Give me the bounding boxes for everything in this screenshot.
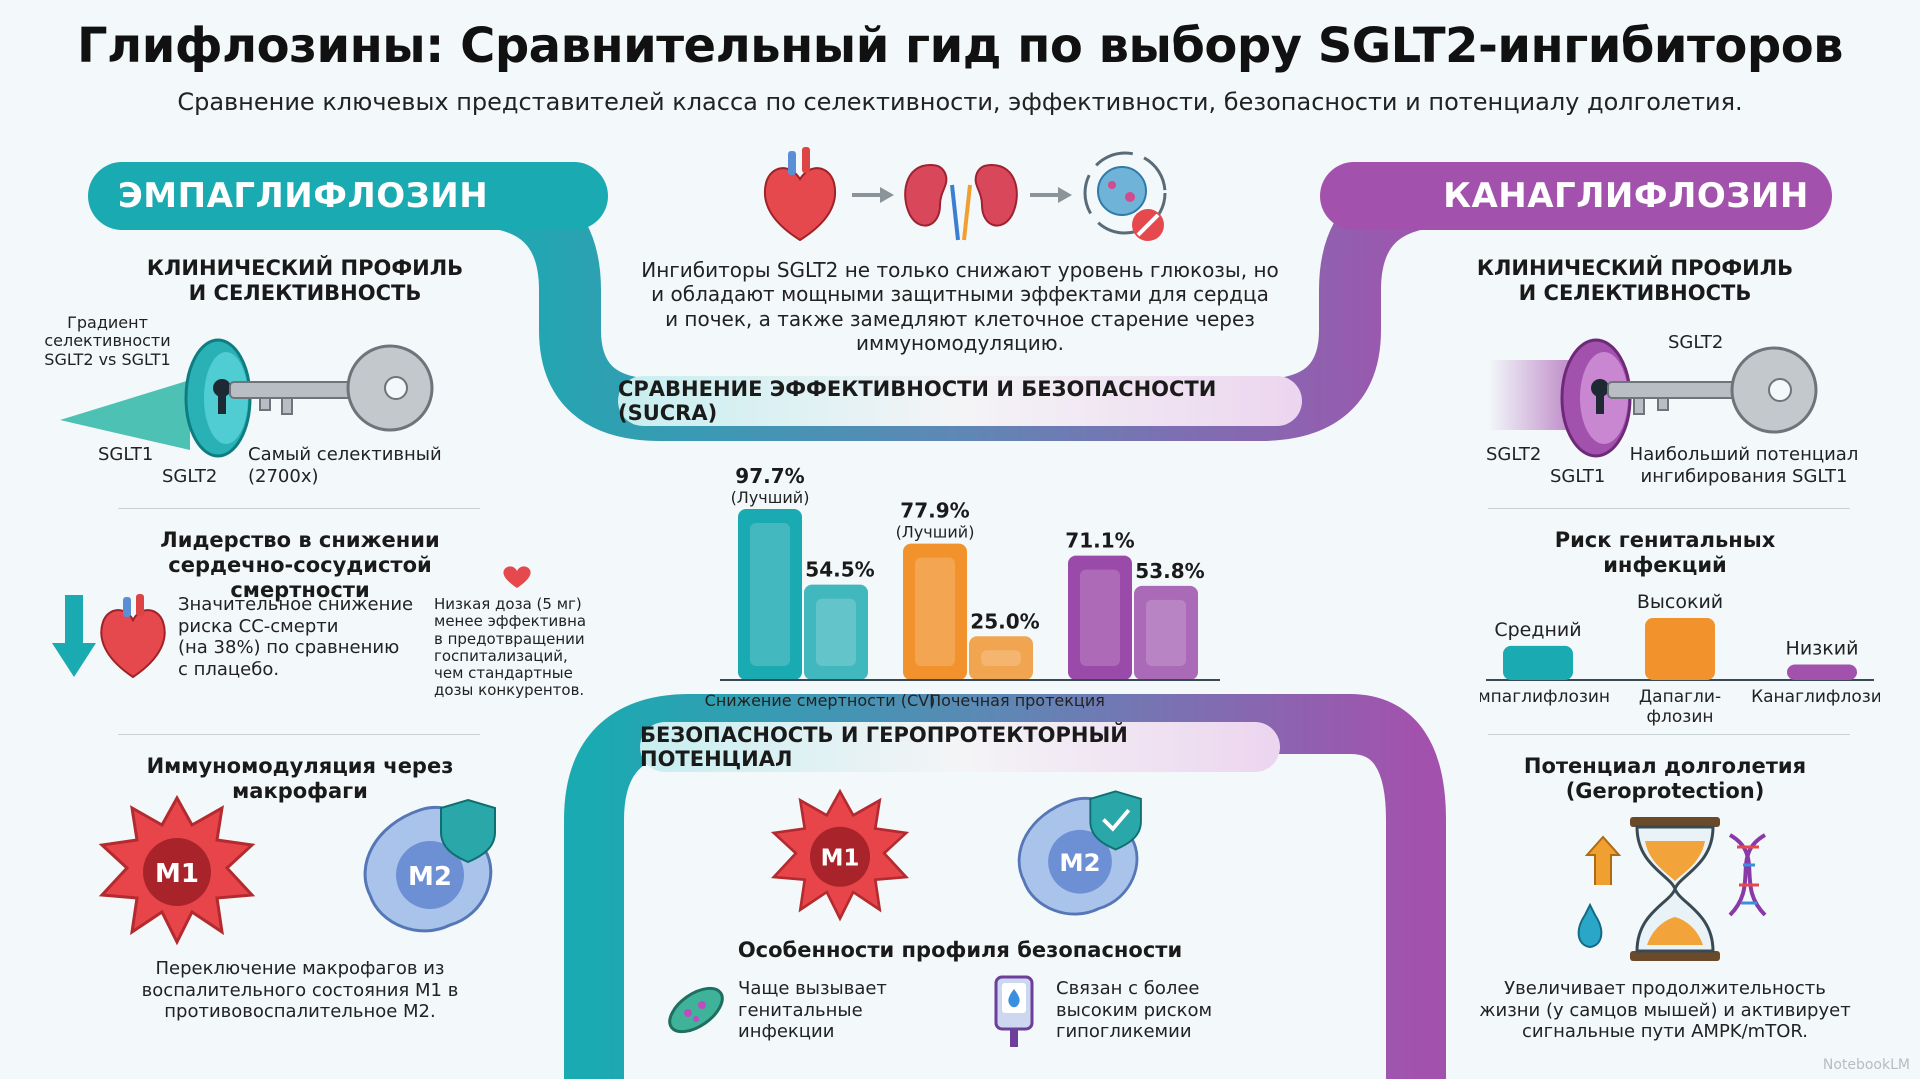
- sucra-bar: [903, 543, 967, 680]
- risk-bar: [1787, 664, 1857, 680]
- bacteria-icon: [668, 986, 724, 1034]
- intro-text: Ингибиторы SGLT2 не только снижают урове…: [641, 258, 1279, 356]
- center-m1-label: M1: [821, 846, 860, 872]
- longevity-title: Потенциал долголетия (Geroprotection): [1523, 754, 1807, 804]
- sucra-bar: [738, 509, 802, 680]
- heart-icon: [100, 594, 166, 679]
- left-divider-2: [118, 734, 480, 735]
- center-m2-label: M2: [1059, 848, 1100, 877]
- left-sglt1-label: SGLT1: [98, 444, 154, 465]
- sucra-bar-highlight: [1080, 569, 1120, 666]
- sucra-value-label: 54.5%: [805, 558, 874, 582]
- small-heart-icon: [503, 566, 531, 588]
- sucra-bar-highlight: [816, 598, 856, 666]
- sucra-best-note: (Лучший): [896, 523, 975, 542]
- sucra-value-label: 25.0%: [970, 609, 1039, 633]
- right-sglt1-label: SGLT1: [1550, 466, 1606, 487]
- left-profile-title: КЛИНИЧЕСКИЙ ПРОФИЛЬ И СЕЛЕКТИВНОСТЬ: [146, 256, 464, 306]
- center-m1-macrophage-icon: M1: [770, 788, 910, 922]
- m1-label: M1: [155, 859, 199, 889]
- genital-risk-title: Риск генитальных инфекций: [1554, 528, 1776, 578]
- sucra-category-label: Снижение смертности (CV): [705, 691, 936, 710]
- m2-label: M2: [408, 862, 452, 892]
- sucra-bar: [1068, 555, 1132, 680]
- genital-infection-note: Чаще вызывает генитальные инфекции: [738, 978, 887, 1043]
- sucra-value-label: 53.8%: [1135, 559, 1204, 583]
- down-arrow-icon: [52, 595, 96, 677]
- key-lock-icon: [60, 338, 434, 458]
- organ-flow-icons: [763, 147, 1167, 242]
- right-key-lock-icon: [1488, 338, 1818, 458]
- risk-category-label: Дапагли-: [1639, 687, 1721, 707]
- hourglass-dna-icon: [1577, 817, 1767, 961]
- empagliflozin-banner-label: ЭМПАГЛИФЛОЗИН: [117, 176, 489, 216]
- risk-level-label: Высокий: [1637, 591, 1723, 613]
- sucra-bar-highlight: [915, 557, 955, 666]
- most-selective-label: Самый селективный (2700x): [248, 444, 442, 487]
- page-title: Глифлозины: Сравнительный гид по выбору …: [76, 18, 1844, 74]
- hypoglycemia-note: Связан с более высоким риском гипогликем…: [1056, 978, 1213, 1043]
- sucra-value-label: 97.7%: [735, 464, 804, 488]
- sucra-bar-highlight: [981, 650, 1021, 666]
- immuno-text: Переключение макрофагов из воспалительно…: [141, 958, 459, 1023]
- sucra-value-label: 77.9%: [900, 499, 969, 523]
- left-sglt2-label: SGLT2: [162, 466, 218, 487]
- notebooklm-watermark: NotebookLM: [1822, 1057, 1910, 1073]
- right-sglt2-top-label: SGLT2: [1668, 332, 1724, 353]
- glucometer-icon: [994, 975, 1034, 1047]
- sucra-bar: [969, 636, 1033, 680]
- risk-bar: [1645, 618, 1715, 680]
- sucra-pill-label: СРАВНЕНИЕ ЭФФЕКТИВНОСТИ И БЕЗОПАСНОСТИ (…: [618, 377, 1217, 425]
- right-sglt2-label: SGLT2: [1486, 444, 1542, 465]
- m1-macrophage-icon: M1: [98, 794, 256, 946]
- cv-leadership-title: Лидерство в снижении сердечно-сосудистой…: [160, 528, 440, 603]
- gradient-caption: Градиент селективности SGLT2 vs SGLT1: [44, 313, 171, 369]
- sucra-best-note: (Лучший): [731, 488, 810, 507]
- risk-bar: [1503, 645, 1573, 680]
- sucra-bar-highlight: [750, 523, 790, 666]
- risk-level-label: Средний: [1494, 619, 1581, 641]
- canagliflozin-banner-label: КАНАГЛИФЛОЗИН: [1443, 176, 1809, 216]
- canagliflozin-banner: КАНАГЛИФЛОЗИН: [1320, 162, 1832, 230]
- sucra-bar: [804, 584, 868, 680]
- left-divider-1: [118, 508, 480, 509]
- safety-profile-title: Особенности профиля безопасности: [737, 938, 1183, 962]
- m2-macrophage-icon: M2: [363, 798, 496, 933]
- sucra-bar-highlight: [1146, 599, 1186, 666]
- sucra-bar: [1134, 585, 1198, 680]
- right-divider-2: [1488, 734, 1850, 735]
- risk-level-label: Низкий: [1786, 638, 1859, 660]
- risk-category-label: Канаглифлозин: [1751, 687, 1880, 707]
- longevity-text: Увеличивает продолжительность жизни (у с…: [1479, 978, 1851, 1043]
- low-dose-note: Низкая доза (5 мг) менее эффективна в пр…: [434, 595, 587, 700]
- immuno-title: Иммуномодуляция через макрофаги: [146, 754, 454, 804]
- risk-category-label: Эмпаглифлозин: [1480, 687, 1610, 707]
- empagliflozin-banner: ЭМПАГЛИФЛОЗИН: [88, 162, 608, 230]
- sucra-category-label: Почечная протекция: [929, 691, 1105, 710]
- cv-risk-text: Значительное снижение риска СС-смерти (н…: [178, 594, 414, 680]
- page-subtitle: Сравнение ключевых представителей класса…: [177, 88, 1743, 116]
- right-divider-1: [1488, 508, 1850, 509]
- safety-section-pill: БЕЗОПАСНОСТЬ И ГЕРОПРОТЕКТОРНЫЙ ПОТЕНЦИА…: [640, 722, 1280, 772]
- sucra-value-label: 71.1%: [1065, 529, 1134, 553]
- risk-category-label: флозин: [1646, 707, 1713, 727]
- center-m2-macrophage-icon: M2: [1017, 790, 1142, 916]
- safety-pill-label: БЕЗОПАСНОСТЬ И ГЕРОПРОТЕКТОРНЫЙ ПОТЕНЦИА…: [640, 723, 1128, 771]
- right-profile-title: КЛИНИЧЕСКИЙ ПРОФИЛЬ И СЕЛЕКТИВНОСТЬ: [1476, 256, 1794, 306]
- inhibition-potential-label: Наибольший потенциал ингибирования SGLT1: [1629, 444, 1859, 487]
- sucra-bar-chart: 97.7%(Лучший)54.5%77.9%(Лучший)25.0%71.1…: [705, 464, 1220, 710]
- sucra-section-pill: СРАВНЕНИЕ ЭФФЕКТИВНОСТИ И БЕЗОПАСНОСТИ (…: [618, 376, 1302, 426]
